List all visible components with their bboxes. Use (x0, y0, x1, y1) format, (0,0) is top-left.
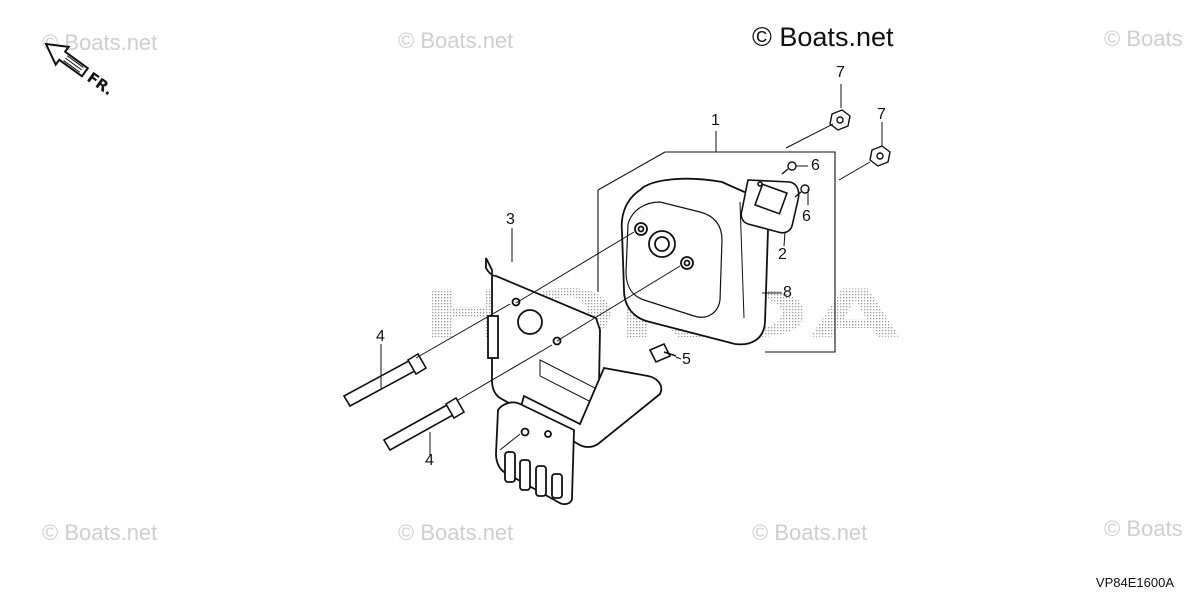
callout-7: 7 (877, 106, 886, 123)
callout-3: 3 (506, 211, 515, 228)
callout-6: 6 (802, 208, 811, 225)
leader-lines (380, 84, 883, 455)
watermark: © Boats.net (752, 520, 868, 545)
callout-5: 5 (682, 351, 691, 368)
watermark: © Boats (1104, 516, 1183, 541)
bolt (648, 342, 677, 364)
callout-4: 4 (425, 452, 434, 469)
assembly-outline (597, 151, 836, 353)
gasket (740, 179, 800, 234)
front-label: FR. (84, 69, 117, 100)
watermark: © Boats.net (398, 520, 514, 545)
screw (781, 161, 810, 198)
callout-7: 7 (836, 64, 845, 81)
watermark: © Boats.net (398, 28, 514, 53)
watermark: © Boats (1104, 26, 1183, 51)
muffler (620, 177, 770, 346)
callout-6: 6 (811, 157, 820, 174)
diagram-code: VP84E1600A (1095, 575, 1174, 590)
copyright-notice: © Boats.net (752, 22, 894, 52)
front-arrow-icon (44, 42, 90, 78)
callout-8: 8 (783, 284, 792, 301)
watermark: © Boats.net (42, 520, 158, 545)
muffler-bracket (495, 366, 663, 505)
callout-1: 1 (711, 112, 720, 129)
callout-2: 2 (778, 246, 787, 263)
stud-bolt (342, 352, 466, 452)
callout-4: 4 (376, 328, 385, 345)
